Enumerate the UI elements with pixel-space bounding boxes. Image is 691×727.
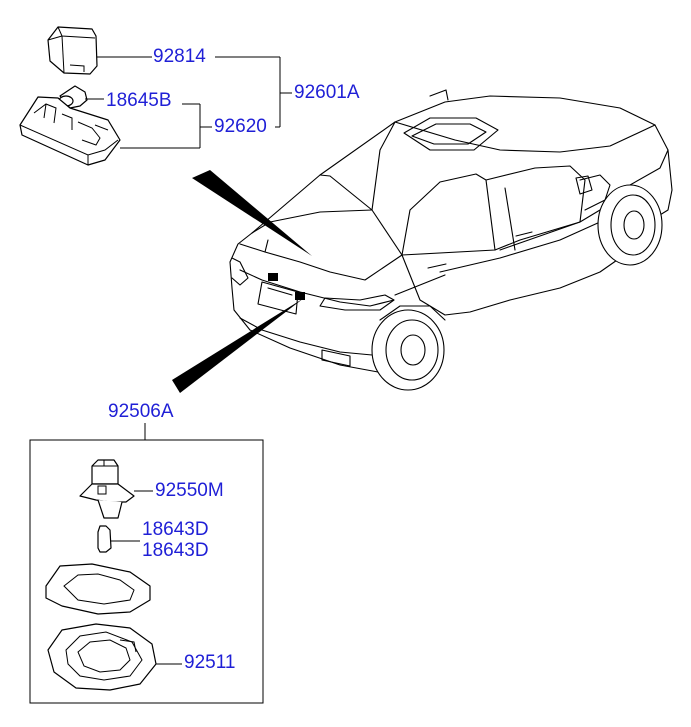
label-18645b[interactable]: 18645B — [106, 90, 172, 111]
housing-92620-part[interactable] — [19, 96, 121, 166]
lens-cover-part[interactable] — [47, 26, 98, 75]
leader-lines-bottom — [111, 490, 182, 665]
label-92620[interactable]: 92620 — [214, 116, 267, 137]
bulb-18643d-part[interactable] — [97, 525, 112, 553]
label-92601a[interactable]: 92601A — [294, 82, 360, 103]
pointer-wedge-upper — [192, 170, 312, 256]
label-92550m[interactable]: 92550M — [155, 480, 224, 501]
gasket-part[interactable] — [45, 563, 151, 615]
label-18643d-first[interactable]: 18643D — [142, 519, 209, 540]
assembly-box-92506a — [29, 423, 264, 704]
label-92814[interactable]: 92814 — [153, 46, 206, 67]
leader-lines-top — [85, 56, 292, 149]
socket-92550m-part[interactable] — [79, 459, 135, 519]
pointer-wedge-lower — [172, 298, 304, 393]
label-92506a[interactable]: 92506A — [108, 401, 174, 422]
car-illustration — [229, 89, 673, 391]
label-92511[interactable]: 92511 — [184, 652, 236, 673]
lens-housing-92511-part[interactable] — [47, 623, 157, 691]
label-18643d-second[interactable]: 18643D — [142, 540, 209, 561]
